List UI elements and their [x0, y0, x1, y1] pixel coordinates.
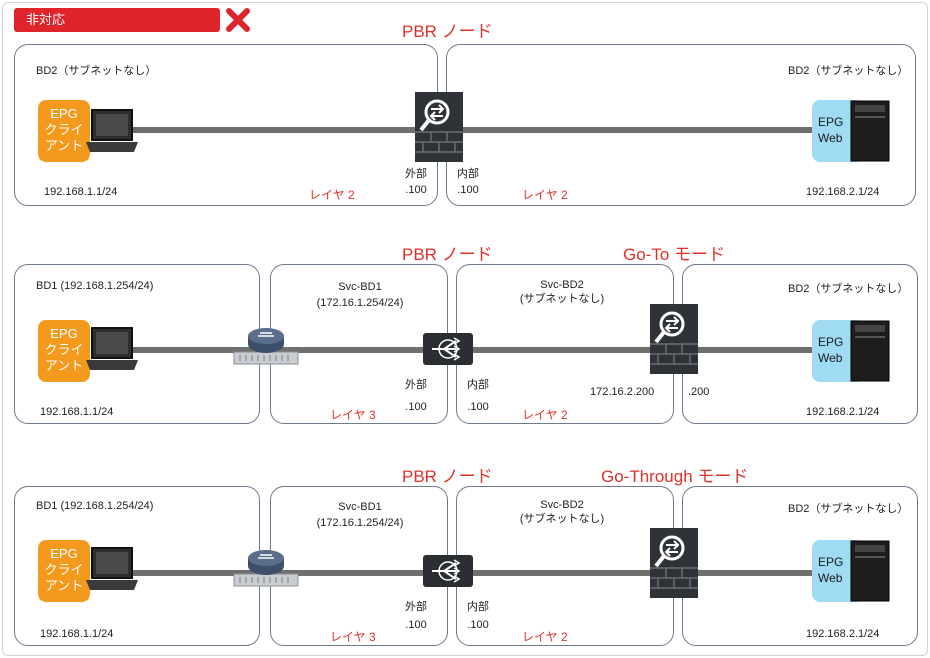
epg-label-2: クライ — [44, 122, 84, 137]
row1-layer-left: レイヤ 2 — [309, 188, 355, 202]
epg-label-2: Web — [818, 131, 843, 145]
row3-bd2-label: BD2（サブネットなし） — [788, 503, 909, 515]
outer-ip: .100 — [405, 619, 427, 631]
epg-label: EPG — [50, 106, 78, 121]
row3-outer-label: 外部 .100 — [396, 600, 436, 632]
row3-link — [118, 570, 838, 576]
row3-inner-label: 内部 .100 — [458, 600, 498, 632]
row2-fw-ip: 172.16.2.200 — [590, 386, 655, 398]
laptop-icon — [86, 547, 138, 590]
cross-icon — [226, 8, 250, 32]
row3-svc-bd1-box — [270, 486, 448, 646]
laptop-icon — [86, 109, 138, 152]
row2-client-ip: 192.168.1.1/24 — [40, 406, 114, 418]
row1-right-bd-label: BD2（サブネットなし） — [788, 65, 909, 77]
epg-label: EPG — [50, 326, 78, 341]
row1-left-bd-label: BD2（サブネットなし） — [36, 65, 157, 77]
load-balancer-icon — [423, 555, 473, 587]
server-icon — [850, 100, 890, 162]
firewall-icon — [415, 92, 463, 162]
epg-label-2: クライ — [44, 562, 84, 577]
row3-layer-left: レイヤ 3 — [330, 630, 376, 644]
epg-label-3: アント — [44, 358, 84, 373]
row3-title: PBR ノード — [402, 467, 493, 486]
row2-epg-client: EPG クライ アント — [38, 320, 90, 382]
row3-epg-client: EPG クライ アント — [38, 540, 90, 602]
load-balancer-icon — [423, 333, 473, 365]
outer-label: 外部 — [405, 601, 427, 613]
row3-mode-title: Go-Through モード — [601, 467, 749, 486]
epg-label-2: クライ — [44, 342, 84, 357]
row1-layer-right: レイヤ 2 — [522, 188, 568, 202]
router-icon — [233, 550, 299, 587]
firewall-icon — [650, 304, 698, 374]
server-icon — [850, 540, 890, 602]
server-icon — [850, 320, 890, 382]
inner-label: 内部 — [457, 168, 479, 180]
epg-label: EPG — [818, 115, 844, 129]
laptop-icon — [86, 327, 138, 370]
outer-label: 外部 — [405, 168, 427, 180]
inner-ip: .100 — [467, 401, 489, 413]
row2-mode-title: Go-To モード — [623, 245, 726, 264]
router-icon — [233, 328, 299, 365]
svc-bd2-name: Svc-BD2 — [540, 499, 584, 511]
row1-outer-label: 外部 .100 — [396, 167, 436, 197]
outer-label: 外部 — [405, 379, 427, 391]
inner-label: 内部 — [467, 379, 489, 391]
row1-web-ip: 192.168.2.1/24 — [806, 186, 880, 198]
row2-layer-right: レイヤ 2 — [522, 408, 568, 422]
epg-label: EPG — [818, 335, 844, 349]
svc-bd1-subnet: (172.16.1.254/24) — [316, 517, 404, 529]
row1-epg-client: EPG クライ アント — [38, 100, 90, 162]
inner-ip: .100 — [467, 619, 489, 631]
svc-bd2-subnet: (サブネットなし) — [519, 513, 605, 525]
row2-web-ip: 192.168.2.1/24 — [806, 406, 880, 418]
row2-bd2-label: BD2（サブネットなし） — [788, 283, 909, 295]
row2-svc-bd1-label: Svc-BD1 (172.16.1.254/24) — [300, 280, 420, 310]
row2-outer-label: 外部 .100 — [396, 378, 436, 414]
row1-title: PBR ノード — [402, 22, 493, 41]
row2-svc-bd2-label: Svc-BD2 (サブネットなし) — [502, 278, 622, 306]
outer-ip: .100 — [405, 184, 427, 196]
epg-label-3: アント — [44, 578, 84, 593]
row1-client-ip: 192.168.1.1/24 — [44, 186, 118, 198]
epg-label: EPG — [818, 555, 844, 569]
row2-link — [118, 347, 838, 353]
row2-fw-ip2: .200 — [688, 386, 710, 398]
row1-link — [118, 127, 838, 133]
row3-bd1-label: BD1 (192.168.1.254/24) — [36, 500, 154, 512]
row3-svc-bd1-label: Svc-BD1 (172.16.1.254/24) — [300, 500, 420, 530]
epg-label-2: Web — [818, 571, 843, 585]
row2-inner-label: 内部 .100 — [458, 378, 498, 414]
epg-label-2: Web — [818, 351, 843, 365]
row2-title: PBR ノード — [402, 245, 493, 264]
row3-client-ip: 192.168.1.1/24 — [40, 628, 114, 640]
svc-bd1-name: Svc-BD1 — [338, 281, 382, 293]
row3-svc-bd2-box — [456, 486, 674, 646]
firewall-icon — [650, 528, 698, 598]
inner-ip: .100 — [457, 184, 479, 196]
row2-bd1-label: BD1 (192.168.1.254/24) — [36, 280, 154, 292]
inner-label: 内部 — [467, 601, 489, 613]
svc-bd1-name: Svc-BD1 — [338, 501, 382, 513]
svc-bd2-name: Svc-BD2 — [540, 279, 584, 291]
row1-inner-label: 内部 .100 — [448, 167, 488, 197]
epg-label-3: アント — [44, 138, 84, 153]
row3-layer-right: レイヤ 2 — [522, 630, 568, 644]
row2-layer-left: レイヤ 3 — [330, 408, 376, 422]
row3-web-ip: 192.168.2.1/24 — [806, 628, 880, 640]
svc-bd1-subnet: (172.16.1.254/24) — [316, 297, 404, 309]
unsupported-badge: 非対応 — [14, 8, 220, 32]
outer-ip: .100 — [405, 401, 427, 413]
row3-svc-bd2-label: Svc-BD2 (サブネットなし) — [502, 498, 622, 526]
epg-label: EPG — [50, 546, 78, 561]
svc-bd2-subnet: (サブネットなし) — [519, 293, 605, 305]
